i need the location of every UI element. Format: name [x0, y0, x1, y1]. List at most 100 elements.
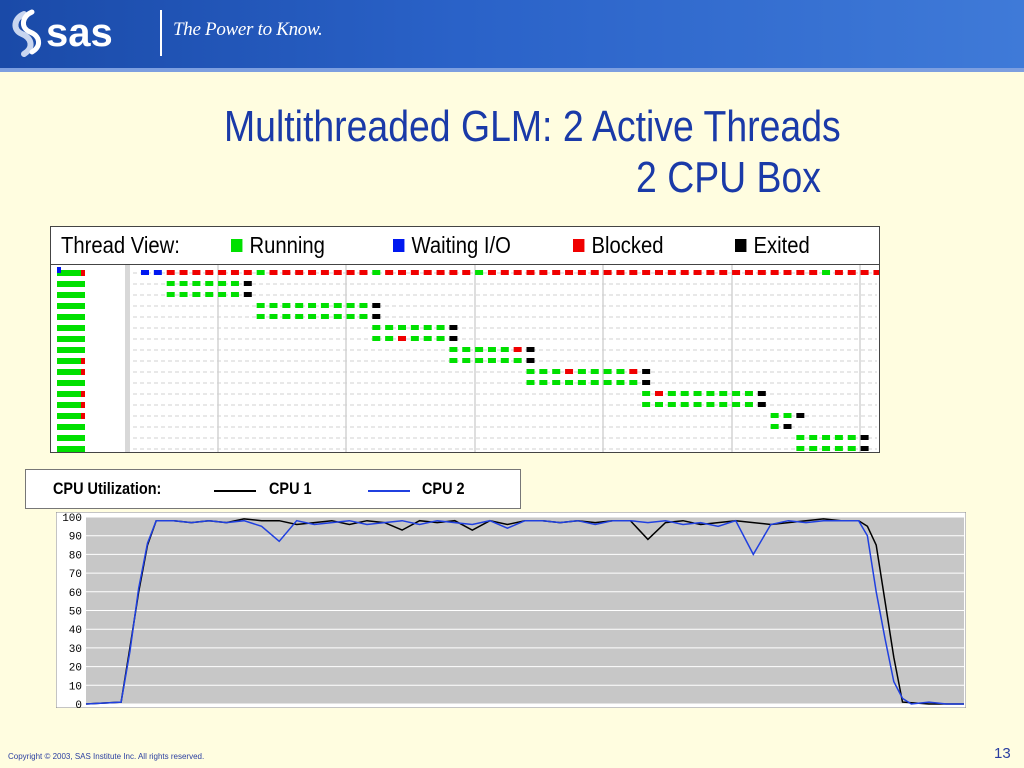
- thread-state-cell: [295, 270, 304, 275]
- thread-state-cell: [744, 391, 753, 396]
- thread-state-cell: [616, 380, 625, 385]
- thread-state-cell: [282, 303, 291, 308]
- thread-state-cell: [230, 270, 239, 275]
- thread-sidebar-bar: [57, 369, 85, 375]
- thread-sidebar-marker: [81, 402, 85, 408]
- thread-state-cell: [834, 270, 843, 275]
- thread-state-cell: [796, 270, 805, 275]
- thread-sidebar-marker: [81, 358, 85, 364]
- thread-state-cell: [642, 369, 651, 374]
- thread-state-cell: [860, 435, 869, 440]
- thread-state-cell: [513, 347, 522, 352]
- blocked-swatch: [573, 239, 585, 252]
- thread-state-cell: [346, 314, 355, 319]
- y-tick-label: 40: [69, 625, 82, 637]
- thread-state-cell: [590, 380, 599, 385]
- thread-state-cell: [308, 314, 317, 319]
- slide-subtitle: 2 CPU Box: [636, 153, 821, 202]
- thread-state-cell: [398, 325, 406, 330]
- thread-sidebar-bar: [57, 435, 85, 441]
- waiting-swatch: [393, 239, 405, 252]
- thread-sidebar-marker: [81, 413, 85, 419]
- thread-state-cell: [372, 314, 381, 319]
- thread-state-cell: [500, 347, 509, 352]
- thread-state-cell: [732, 391, 741, 396]
- y-tick-label: 100: [62, 513, 82, 525]
- thread-state-cell: [410, 325, 419, 330]
- thread-state-cell: [449, 347, 458, 352]
- thread-state-cell: [590, 270, 599, 275]
- thread-state-cell: [757, 402, 766, 407]
- thread-state-cell: [166, 281, 175, 286]
- thread-view-panel: Thread View: Running Waiting I/O Blocked…: [50, 226, 880, 453]
- thread-state-cell: [809, 435, 818, 440]
- thread-state-cell: [552, 380, 561, 385]
- thread-state-cell: [230, 292, 239, 297]
- thread-state-cell: [629, 380, 638, 385]
- thread-state-cell: [783, 413, 792, 418]
- thread-state-cell: [436, 270, 445, 275]
- thread-sidebar-bar: [57, 347, 85, 353]
- thread-state-cell: [603, 369, 612, 374]
- thread-state-cell: [449, 336, 458, 341]
- thread-state-cell: [796, 446, 805, 451]
- thread-state-cell: [847, 435, 856, 440]
- logo-divider: [160, 10, 162, 56]
- thread-state-cell: [205, 270, 214, 275]
- sas-logo: sas: [12, 9, 113, 57]
- thread-state-cell: [860, 270, 869, 275]
- thread-state-cell: [269, 314, 278, 319]
- thread-state-cell: [192, 292, 201, 297]
- thread-state-cell: [565, 270, 574, 275]
- thread-state-cell: [642, 380, 651, 385]
- thread-state-cell: [680, 391, 689, 396]
- thread-state-cell: [410, 336, 419, 341]
- thread-sidebar-bar: [57, 358, 85, 364]
- thread-state-cell: [693, 402, 702, 407]
- thread-state-cell: [372, 270, 381, 275]
- legend-exited-label: Exited: [753, 232, 810, 258]
- thread-state-cell: [770, 270, 779, 275]
- thread-sidebar-bar: [57, 292, 85, 298]
- thread-state-cell: [462, 270, 471, 275]
- thread-state-cell: [552, 270, 561, 275]
- thread-state-cell: [539, 380, 548, 385]
- thread-state-cell: [166, 270, 175, 275]
- thread-state-cell: [320, 314, 329, 319]
- thread-state-cell: [269, 270, 278, 275]
- thread-state-cell: [770, 413, 779, 418]
- thread-state-cell: [783, 424, 792, 429]
- thread-state-cell: [642, 402, 651, 407]
- thread-state-cell: [230, 281, 239, 286]
- thread-state-cell: [385, 336, 394, 341]
- thread-state-cell: [642, 270, 651, 275]
- thread-state-cell: [577, 270, 586, 275]
- thread-state-cell: [256, 303, 265, 308]
- thread-sidebar-marker: [57, 267, 61, 273]
- running-swatch: [231, 239, 243, 252]
- y-tick-label: 70: [69, 569, 82, 581]
- thread-state-cell: [770, 424, 779, 429]
- thread-sidebar-bar: [57, 446, 85, 452]
- thread-state-cell: [475, 270, 484, 275]
- y-tick-label: 30: [69, 644, 82, 656]
- thread-state-cell: [320, 270, 329, 275]
- thread-state-cell: [500, 358, 509, 363]
- thread-state-cell: [398, 270, 406, 275]
- thread-state-cell: [462, 347, 471, 352]
- thread-state-cell: [655, 402, 663, 407]
- thread-state-cell: [526, 347, 535, 352]
- thread-state-cell: [680, 402, 689, 407]
- cpu2-label: CPU 2: [422, 479, 465, 498]
- thread-state-cell: [603, 380, 612, 385]
- thread-state-cell: [500, 270, 509, 275]
- thread-state-cell: [719, 402, 728, 407]
- thread-state-cell: [372, 325, 381, 330]
- thread-state-cell: [680, 270, 689, 275]
- thread-state-cell: [796, 413, 805, 418]
- legend-blocked-label: Blocked: [591, 232, 664, 258]
- thread-state-cell: [706, 270, 715, 275]
- thread-state-cell: [205, 292, 214, 297]
- thread-state-cell: [565, 369, 574, 374]
- sidebar-splitter: [125, 265, 130, 452]
